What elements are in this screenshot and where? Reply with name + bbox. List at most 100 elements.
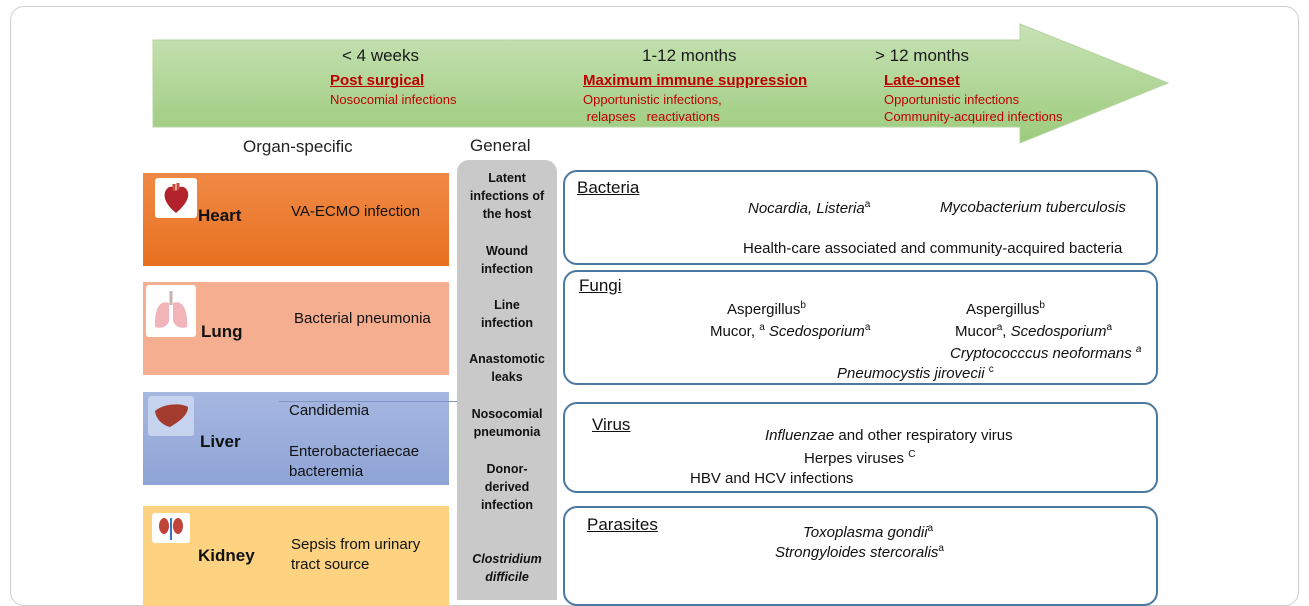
phase-post-surgical: < 4 weeks Post surgical Nosocomial infec… (330, 46, 456, 108)
flu-text: Influenzae (765, 427, 835, 444)
general-line: Donor- (486, 462, 528, 476)
fungi-aspergillus-1: Aspergillusb (727, 300, 806, 318)
general-line: pneumonia (473, 425, 541, 439)
phase-header: 1-12 months (642, 46, 737, 65)
fungi-crypto: Cryptococccus neoformans a (950, 344, 1141, 362)
virus-herpes: Herpes viruses C (804, 449, 915, 467)
scedo-text: Scedosporium (1010, 323, 1107, 340)
scedo-text: Scedosporium (768, 323, 865, 340)
organ-desc: bacteremia (289, 463, 364, 480)
organ-name: Liver (200, 432, 241, 451)
organ-desc: Sepsis from urinary (291, 536, 421, 553)
virus-box: Virus Influenzae and other respiratory v… (563, 402, 1158, 493)
footnote-mark: C (908, 449, 916, 460)
general-item-line: Line infection (457, 296, 557, 332)
organ-name: Lung (201, 322, 243, 341)
phase-late-onset: > 12 months Late-onset Opportunistic inf… (875, 46, 1063, 125)
kidney-icon (152, 513, 190, 543)
organ-lung: Lung Bacterial pneumonia (143, 282, 449, 375)
phase-title: Late-onset (884, 72, 960, 89)
general-column: Latent infections of the host Wound infe… (457, 160, 557, 600)
general-line: derived (484, 480, 530, 494)
virus-title: Virus (592, 415, 631, 434)
footnote-mark: a (759, 322, 765, 333)
mucor-text: Mucor (955, 323, 997, 340)
fungi-pneumocystis: Pneumocystis jirovecii c (837, 364, 994, 382)
phase-note: Community-acquired infections (884, 109, 1063, 124)
virus-hbv: HBV and HCV infections (690, 470, 854, 487)
parasites-title: Parasites (587, 515, 658, 534)
organ-desc: VA-ECMO infection (291, 203, 420, 220)
crypto-text: Cryptococccus neoformans (950, 345, 1132, 362)
herpes-text: Herpes viruses (804, 450, 905, 467)
heart-icon (155, 178, 197, 218)
bacteria-myco: Mycobacterium tuberculosis (940, 199, 1126, 216)
organ-specific-title: Organ-specific (243, 137, 353, 156)
general-line: leaks (491, 370, 523, 384)
organ-name: Heart (198, 206, 242, 225)
liver-icon (148, 396, 194, 436)
general-line: Anastomotic (469, 352, 545, 366)
bacteria-hca: Health-care associated and community-acq… (743, 240, 1123, 257)
footnote-mark: c (988, 364, 994, 375)
nocardia-text: Nocardia, Listeria (748, 200, 865, 217)
general-line: infection (480, 262, 534, 276)
divider (279, 401, 459, 402)
parasites-box: Parasites Toxoplasma gondiia Strongyloid… (563, 506, 1158, 606)
flu-rest-text: and other respiratory virus (834, 427, 1013, 444)
phase-header: > 12 months (875, 46, 970, 65)
phase-note: Nosocomial infections (330, 92, 457, 107)
footnote-mark: a (927, 523, 934, 534)
bacteria-title: Bacteria (577, 178, 640, 197)
fungi-aspergillus-2: Aspergillusb (966, 300, 1045, 318)
organ-name: Kidney (198, 546, 255, 565)
footnote-mark: b (800, 300, 806, 311)
organ-desc: Bacterial pneumonia (294, 310, 431, 327)
timeline-arrow (152, 23, 1170, 144)
general-line: Clostridium (472, 552, 542, 566)
general-line: infection (480, 316, 534, 330)
general-item-donor: Donor- derived infection (457, 460, 557, 514)
general-item-nosocomial: Nosocomial pneumonia (457, 405, 557, 441)
toxo-text: Toxoplasma gondii (803, 524, 928, 541)
organ-desc: Enterobacteriaecae (289, 443, 420, 460)
myco-text: Mycobacterium tuberculosis (940, 199, 1126, 216)
strongy-text: Strongyloides stercoralis (775, 544, 939, 561)
general-line: Nosocomial (471, 407, 543, 421)
general-title: General (470, 136, 531, 155)
organ-desc: Candidemia (289, 402, 370, 419)
general-item-latent: Latent infections of the host (457, 169, 557, 223)
footnote-mark: a (1135, 344, 1142, 355)
general-line: infections of (469, 189, 545, 203)
footnote-mark: b (1039, 300, 1045, 311)
bacteria-nocardia: Nocardia, Listeriaa (748, 199, 870, 217)
organ-heart: Heart VA-ECMO infection (143, 173, 449, 266)
fungi-box: Fungi Aspergillusb Aspergillusb Mucor, a… (563, 270, 1158, 385)
phase-max-immune: 1-12 months Maximum immune suppression O… (583, 46, 807, 125)
footnote-mark: a (996, 322, 1003, 333)
general-line: difficile (485, 570, 529, 584)
footnote-mark: a (938, 543, 944, 554)
phase-header: < 4 weeks (342, 46, 420, 65)
lungs-icon (146, 285, 196, 337)
fungi-mucor-2: Mucora, Scedosporiuma (955, 322, 1113, 340)
parasites-toxo: Toxoplasma gondiia (803, 523, 933, 541)
footnote-mark: a (864, 322, 871, 333)
pneumo-text: Pneumocystis jirovecii (837, 365, 985, 382)
mucor-text: Mucor, (710, 323, 756, 340)
virus-influenzae: Influenzae and other respiratory virus (765, 427, 1013, 444)
phase-note: relapses reactivations (583, 109, 720, 124)
asp-text: Aspergillus (966, 301, 1040, 318)
general-line: Wound (485, 244, 529, 258)
fungi-title: Fungi (579, 276, 622, 295)
organ-kidney: Kidney Sepsis from urinary tract source (143, 506, 449, 606)
general-item-clostridium: Clostridium difficile (457, 550, 557, 586)
general-line: infection (480, 498, 534, 512)
general-line: Line (494, 298, 520, 312)
organ-liver: Liver Candidemia Enterobacteriaecae bact… (143, 392, 459, 485)
organ-desc: tract source (291, 556, 370, 573)
footnote-mark: a (1106, 322, 1113, 333)
fungi-mucor-1: Mucor, a Scedosporiuma (710, 322, 870, 340)
general-line: Latent (488, 171, 526, 185)
bacteria-box: Bacteria Nocardia, Listeriaa Mycobacteri… (563, 170, 1158, 265)
